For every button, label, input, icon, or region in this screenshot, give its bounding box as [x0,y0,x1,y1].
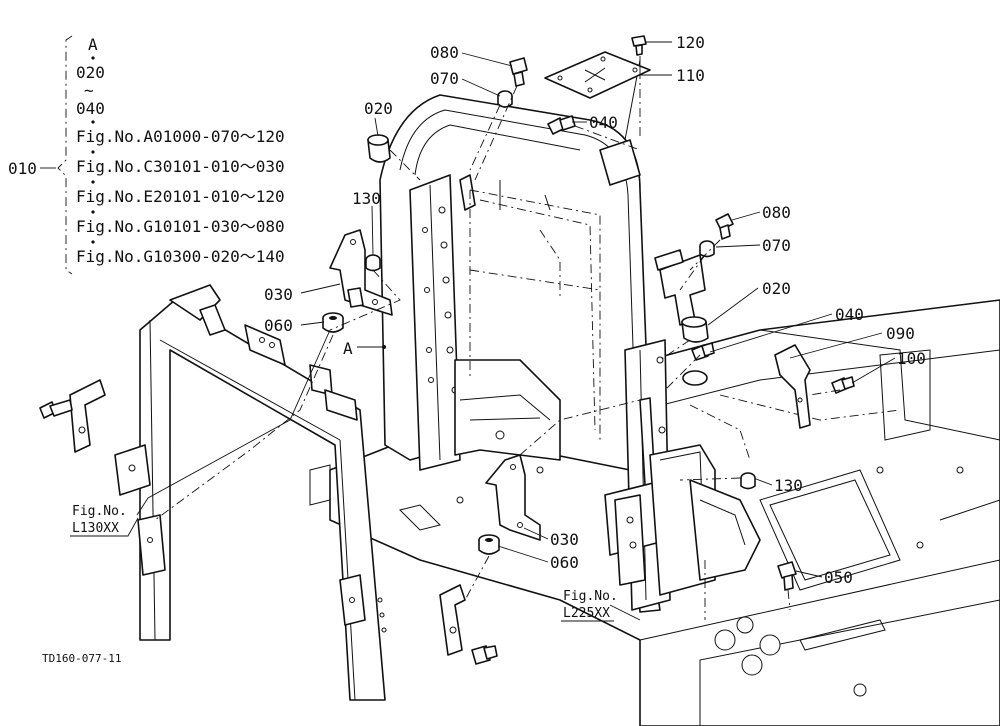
fig-ref-right-code: L225XX [563,606,610,621]
callout-070-right: 070 [762,236,791,255]
group-brace [40,35,73,275]
left-frame [137,284,387,701]
callout-090: 090 [886,324,915,343]
collar-070-right-icon [699,240,715,258]
bolt-080-right-icon [715,213,734,240]
panel-assembly-A [379,94,661,613]
right-stay [599,59,761,611]
fig-ref-left-code: L130XX [72,521,119,536]
callout-120: 120 [676,33,705,52]
bolt-040-right-icon [691,342,715,361]
callout-030-bottom: 030 [550,530,579,549]
fig-ref-right-title: Fig.No. [563,589,618,604]
callout-080-right: 080 [762,203,791,222]
bolt-080-top-icon [509,57,528,87]
callout-080-top: 080 [430,43,459,62]
leader-lines [136,41,896,621]
screw-120-icon [631,35,647,70]
group-ref-2: Fig.No.C30101-010～030 [76,157,285,176]
bolt-040-top-icon [547,115,576,135]
callout-040-top: 040 [589,113,618,132]
bushing-020-right-icon [681,316,709,343]
callout-020-left: 020 [364,99,393,118]
callout-040-right: 040 [835,305,864,324]
callout-060-left: 060 [264,316,293,335]
callout-labels: 080 070 020 040 120 110 130 030 060 A 08… [264,33,926,587]
fig-ref-right: Fig.No. L225XX [561,589,618,622]
fig-ref-left: Fig.No. L130XX [70,504,139,537]
cushion-130-left-icon [365,254,381,272]
cover-plate-110 [544,51,651,99]
callout-020-right: 020 [762,279,791,298]
upper-right-bracket [654,249,706,326]
group-label-010: 010 [8,159,37,178]
bolt-icon [471,645,498,665]
group-text: 010 A 020 ~ 040 Fig.No.A01000-070～120 Fi… [8,35,285,266]
callout-110: 110 [676,66,705,85]
cushion-130-right-icon [740,472,756,490]
group-ref-5: Fig.No.G10300-020～140 [76,247,285,266]
callout-100: 100 [897,349,926,368]
callout-130-right: 130 [774,476,803,495]
callout-060-bottom: 060 [550,553,579,572]
callout-030-left: 030 [264,285,293,304]
callout-050: 050 [824,568,853,587]
left-side-bracket [39,379,151,496]
callout-070-top: 070 [430,69,459,88]
group-item-020: 020 [76,63,105,82]
collar-070-top-icon [497,90,513,108]
fig-ref-left-title: Fig.No. [72,504,127,519]
bolt-050-icon [777,561,797,591]
group-item-040: 040 [76,99,105,118]
lower-bracket [439,584,498,665]
bracket-030-left [329,229,393,316]
group-ref-1: Fig.No.A01000-070～120 [76,127,285,146]
bracket-090 [774,344,811,429]
drawing-id: TD160-077-11 [42,652,121,665]
group-ref-3: Fig.No.E20101-010～120 [76,187,285,206]
callout-130-left: 130 [352,189,381,208]
group-item-tilde: ~ [84,81,94,100]
disc-icon [682,370,708,386]
damper-060-left-icon [322,312,344,333]
damper-060-bottom-icon [478,534,500,555]
group-ref-4: Fig.No.G10101-030～080 [76,217,285,236]
group-item-A: A [88,35,98,54]
bracket-030-bottom [485,454,541,541]
bushing-020-left-icon [367,134,391,163]
bolt-100-icon [831,376,855,394]
callout-A: A [343,339,353,358]
bolt-icon [39,399,73,419]
